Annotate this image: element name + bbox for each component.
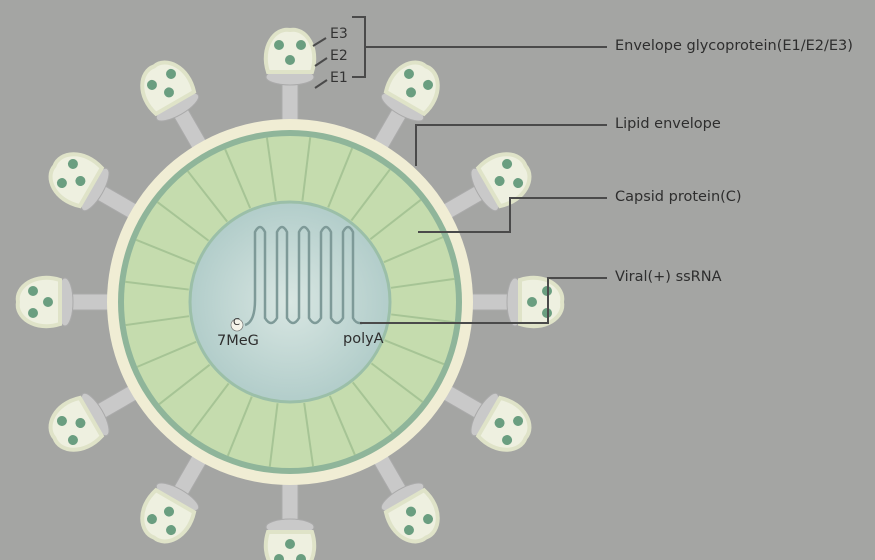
capsid-segment-line [391, 313, 455, 324]
capsid-segment-line [328, 395, 356, 456]
spike [372, 60, 440, 153]
capsid-segment-line [352, 381, 393, 434]
capsid-segment-line [369, 199, 422, 240]
capsid-segment-line [350, 168, 391, 222]
capsid-segment-line [370, 362, 424, 403]
capsid-segment-line [390, 277, 455, 289]
rna-strand [244, 225, 363, 327]
spike [263, 27, 317, 128]
capsid-segment-line [265, 137, 277, 202]
spike [439, 152, 532, 220]
spike [464, 275, 565, 329]
spike [372, 451, 440, 544]
capsid-segment-line [189, 382, 230, 436]
capsid-segments [125, 137, 455, 467]
envelope-glycoproteins [15, 27, 565, 560]
leader-lines [312, 16, 607, 324]
capsid-segment-line [303, 402, 315, 467]
cap-symbol: C [233, 317, 240, 328]
spike [48, 152, 141, 220]
capsid-segment-line [125, 315, 190, 327]
spike [140, 451, 208, 544]
spike [140, 60, 208, 153]
capsid-segment-line [224, 148, 252, 209]
spike [48, 384, 141, 452]
label-lipid-envelope: Lipid envelope [615, 116, 721, 132]
capsid-segment-line [158, 364, 211, 405]
capsid-segment-line [301, 137, 312, 201]
label-e3: E3 [330, 26, 348, 42]
capsid-segment-line [384, 339, 445, 366]
capsid-segment-line [327, 147, 354, 208]
spike [439, 384, 532, 452]
capsid-segment-line [135, 238, 196, 265]
label-7meg: 7MeG [217, 333, 259, 349]
label-e1: E1 [330, 70, 348, 86]
capsid-segment-line [136, 340, 197, 368]
capsid-segment-line [383, 236, 444, 264]
label-envelope-glycoprotein: Envelope glycoprotein(E1/E2/E3) [615, 38, 853, 54]
cap-marker [230, 318, 244, 332]
nucleocapsid-core [188, 200, 392, 404]
spike [263, 476, 317, 560]
capsid-segment-line [156, 201, 210, 242]
capsid-segment-line [268, 403, 279, 467]
spike [15, 275, 116, 329]
label-polya: polyA [343, 331, 384, 347]
capsid-segment-line [187, 170, 228, 223]
label-viral-rna: Viral(+) ssRNA [615, 269, 722, 285]
label-e2: E2 [330, 48, 348, 64]
label-capsid-protein: Capsid protein(C) [615, 189, 742, 205]
capsid-segment-line [226, 396, 253, 457]
capsid-segment-line [125, 280, 189, 291]
